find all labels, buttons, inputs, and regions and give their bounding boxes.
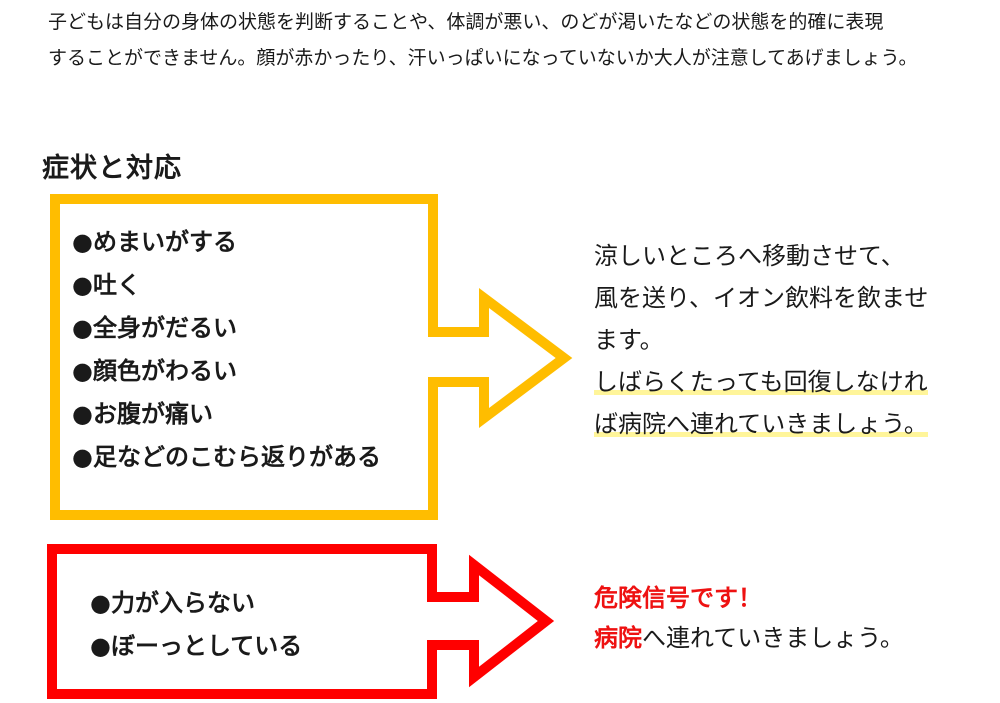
response-line-2: 風を送り、イオン飲料を飲ませ [594, 284, 929, 312]
symptom-text: 吐く [92, 271, 141, 299]
list-item: ●お腹が痛い [72, 393, 381, 436]
response-line-3: ます。 [594, 326, 664, 354]
bullet-icon: ● [90, 589, 111, 617]
hospital-rest: へ連れていきましょう。 [642, 624, 904, 652]
mild-symptom-list: ●めまいがする ●吐く ●全身がだるい ●顔色がわるい ●お腹が痛い ●足などの… [72, 221, 381, 479]
hospital-line: 病院へ連れていきましょう。 [594, 618, 994, 658]
bullet-icon: ● [72, 357, 93, 385]
symptom-text: 足などのこむら返りがある [92, 443, 381, 471]
severe-response-text: 危険信号です！ 病院へ連れていきましょう。 [594, 578, 994, 658]
response-line-5: ば病院へ連れていきましょう。 [594, 403, 974, 445]
bullet-icon: ● [72, 443, 93, 471]
mild-response-text: 涼しいところへ移動させて、 風を送り、イオン飲料を飲ませ ます。 しばらくたって… [594, 235, 974, 445]
mild-arrow-outline [50, 194, 573, 520]
section-title: 症状と対応 [42, 153, 182, 184]
list-item: ●吐く [72, 264, 381, 307]
symptom-text: 力が入らない [110, 589, 255, 617]
intro-paragraph: 子どもは自分の身体の状態を判断することや、体調が悪い、のどが渇いたなどの状態を的… [48, 4, 988, 76]
severe-symptom-list: ●力が入らない ●ぼーっとしている [90, 582, 302, 668]
intro-line-2: することができません。顔が赤かったり、汗いっぱいになっていないか大人が注意してあ… [48, 47, 918, 69]
list-item: ●ぼーっとしている [90, 625, 302, 668]
intro-line-1: 子どもは自分の身体の状態を判断することや、体調が悪い、のどが渇いたなどの状態を的… [48, 11, 884, 33]
list-item: ●顔色がわるい [72, 350, 381, 393]
bullet-icon: ● [72, 400, 93, 428]
severe-arrow-outline [47, 544, 555, 699]
symptom-text: ぼーっとしている [110, 632, 303, 660]
list-item: ●足などのこむら返りがある [72, 436, 381, 479]
symptom-text: めまいがする [92, 228, 237, 256]
symptom-text: お腹が痛い [92, 400, 213, 428]
list-item: ●めまいがする [72, 221, 381, 264]
bullet-icon: ● [90, 632, 111, 660]
list-item: ●全身がだるい [72, 307, 381, 350]
response-line-4: しばらくたっても回復しなけれ [594, 361, 974, 403]
highlighted-text: しばらくたっても回復しなけれ [594, 368, 928, 396]
hospital-word: 病院 [594, 624, 642, 652]
response-line-1: 涼しいところへ移動させて、 [594, 242, 905, 270]
bullet-icon: ● [72, 228, 93, 256]
symptom-text: 顔色がわるい [92, 357, 237, 385]
symptom-text: 全身がだるい [92, 314, 237, 342]
bullet-icon: ● [72, 271, 93, 299]
danger-signal-text: 危険信号です！ [594, 584, 762, 612]
highlighted-text: ば病院へ連れていきましょう。 [594, 410, 928, 438]
list-item: ●力が入らない [90, 582, 302, 625]
bullet-icon: ● [72, 314, 93, 342]
